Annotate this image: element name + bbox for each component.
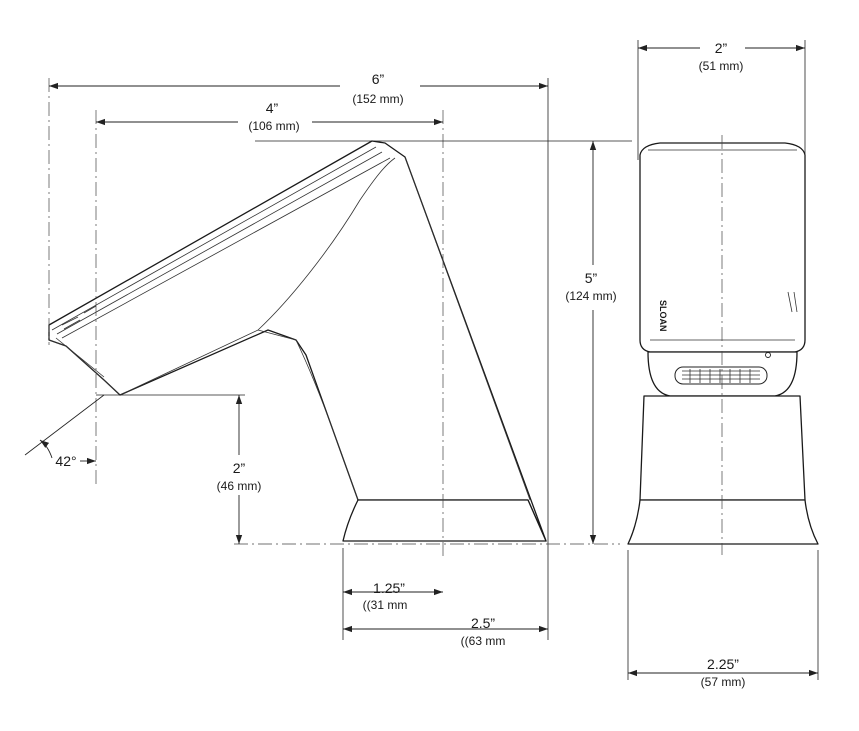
side-view-construction-lines xyxy=(24,78,632,640)
dim-base-depth-imperial: 2.5” xyxy=(471,615,495,631)
brand-mark: SLOAN xyxy=(658,300,668,332)
front-view: SLOAN xyxy=(627,142,819,545)
front-base xyxy=(627,499,819,545)
front-stem xyxy=(639,395,806,501)
indicator-led xyxy=(765,352,771,358)
front-view-construction-lines xyxy=(627,40,819,680)
body-sculpt-curve xyxy=(257,157,396,331)
sensor-marks xyxy=(61,305,97,330)
dim-total-length-metric: (152 mm) xyxy=(352,92,403,106)
spout-top-band xyxy=(51,146,391,339)
dim-spout-clearance-metric: (46 mm) xyxy=(217,479,262,493)
side-view xyxy=(48,140,547,542)
dim-height-metric: (124 mm) xyxy=(565,289,616,303)
dim-angle-value: 42° xyxy=(55,453,76,469)
dim-spout-reach: 4” (106 mm) xyxy=(96,100,443,133)
sensor-grille xyxy=(682,369,760,383)
dim-front-top-width: 2” (51 mm) xyxy=(638,40,805,73)
front-housing xyxy=(639,142,806,353)
dim-front-base-width-imperial: 2.25” xyxy=(707,656,739,672)
dim-front-base-width-metric: (57 mm) xyxy=(701,675,746,689)
dim-spout-reach-metric: (106 mm) xyxy=(248,119,299,133)
front-housing-inner xyxy=(648,149,797,341)
dim-height: 5” (124 mm) xyxy=(565,141,617,544)
dim-front-base-width: 2.25” (57 mm) xyxy=(628,656,818,689)
dim-spout-clearance: 2” (46 mm) xyxy=(217,395,262,544)
dim-base-to-center-imperial: 1.25” xyxy=(373,580,405,596)
dim-front-top-width-imperial: 2” xyxy=(715,40,728,56)
dim-total-length: 6” (152 mm) xyxy=(49,71,548,106)
dim-height-imperial: 5” xyxy=(585,270,598,286)
dim-spout-clearance-imperial: 2” xyxy=(233,460,246,476)
spout-tip-face xyxy=(48,337,121,396)
side-logo-mark xyxy=(787,291,798,313)
dim-base-depth: 2.5” ((63 mm xyxy=(343,615,548,648)
dim-spout-reach-imperial: 4” xyxy=(266,100,279,116)
dim-angle: 42° xyxy=(39,439,96,469)
dim-front-top-width-metric: (51 mm) xyxy=(699,59,744,73)
spout-arm xyxy=(48,140,547,542)
body-sculpt-curve-2 xyxy=(119,329,359,501)
dim-base-to-center: 1.25” ((31 mm xyxy=(343,580,443,612)
body-back-edge xyxy=(404,156,531,501)
sensor-window xyxy=(674,366,768,385)
dim-base-depth-metric: ((63 mm xyxy=(461,634,506,648)
dim-base-to-center-metric: ((31 mm xyxy=(363,598,408,612)
dim-total-length-imperial: 6” xyxy=(372,71,385,87)
side-base xyxy=(342,499,547,542)
